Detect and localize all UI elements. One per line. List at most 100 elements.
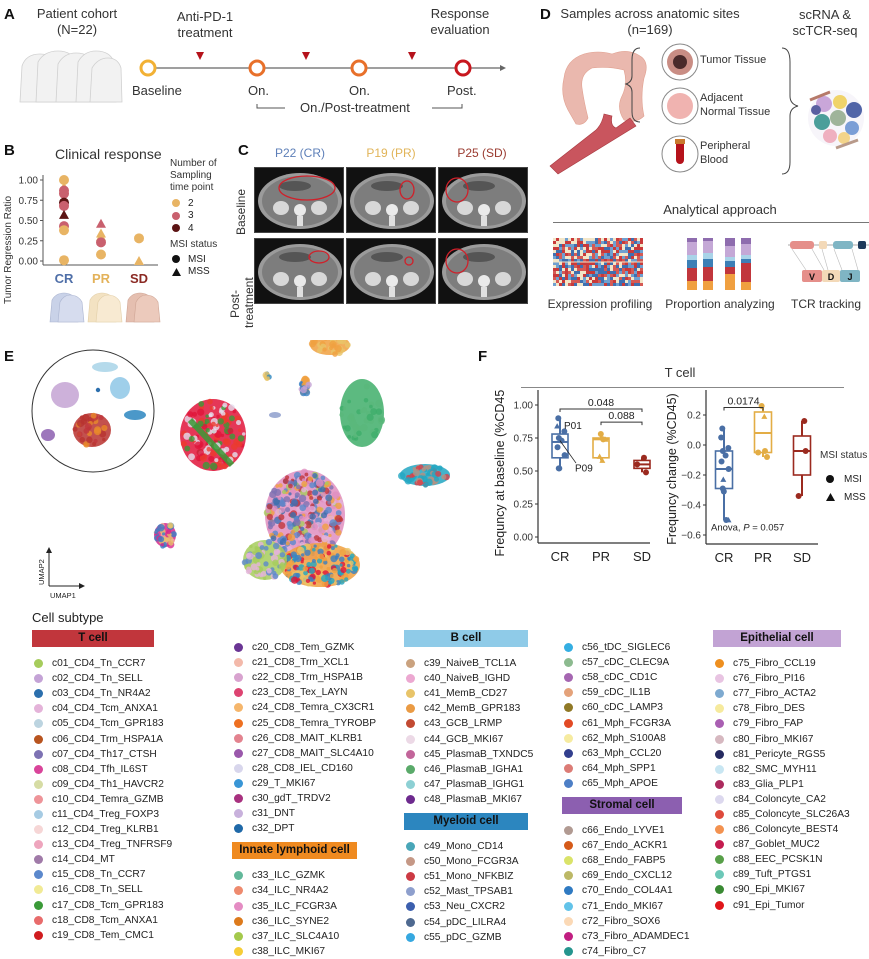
b-data-point <box>134 233 144 244</box>
treatment-label-line2: treatment <box>177 25 233 40</box>
legend-item-label: c46_PlasmaB_IGHA1 <box>424 763 524 775</box>
box-cr <box>714 428 734 520</box>
legend-item-label: c21_CD8_Trm_XCL1 <box>252 657 350 669</box>
b-msi-legend: MSI MSS <box>172 253 210 278</box>
legend-item-label: c40_NaiveB_IGHD <box>424 673 511 685</box>
legend-item-label: c66_Endo_LYVE1 <box>582 825 665 837</box>
legend-item-label: c03_CD4_Tn_NR4A2 <box>52 688 151 700</box>
legend-item-label: c47_PlasmaB_IGHG1 <box>424 778 525 790</box>
umap1-arrow-icon <box>79 583 85 589</box>
f-ytick-label: −0.2 <box>681 471 701 482</box>
f-ytick-label: −0.6 <box>681 531 701 542</box>
legend-color-dot-icon <box>715 779 724 789</box>
b-ytick-label: 0.75 <box>19 196 39 207</box>
legend-item: c19_CD8_Tem_CMC1 <box>34 928 172 943</box>
legend-item-label: c58_cDC_CD1C <box>582 672 658 684</box>
f-data-point <box>597 431 604 438</box>
legend-item-label: c33_ILC_GZMK <box>252 870 326 882</box>
umap-plot: UMAP1 UMAP2 <box>31 340 450 600</box>
sampling-3-dot-icon <box>172 211 180 220</box>
ct-scan-post-p22 <box>254 238 344 304</box>
legend-item: c62_Mph_S100A8 <box>564 731 671 746</box>
legend-item-label: c56_tDC_SIGLEC6 <box>582 642 671 654</box>
b-data-point <box>96 237 106 248</box>
legend-group-header-epithelial-cell: Epithelial cell <box>713 630 841 647</box>
legend-item: c23_CD8_Tex_LAYN <box>234 685 376 700</box>
legend-item: c03_CD4_Tn_NR4A2 <box>34 686 172 701</box>
f-data-point <box>599 457 606 463</box>
legend-item: c53_Neu_CXCR2 <box>406 899 519 914</box>
legend-item-label: c12_CD4_Treg_KLRB1 <box>52 824 159 836</box>
b-data-point <box>59 200 69 211</box>
legend-item: c32_DPT <box>234 821 376 836</box>
ct-scan-baseline-p22 <box>254 167 344 233</box>
legend-item: c05_CD4_Tcm_GPR183 <box>34 716 172 731</box>
significance-bracket <box>723 407 764 411</box>
legend-color-dot-icon <box>234 916 243 926</box>
legend-item: c09_CD4_Th1_HAVCR2 <box>34 777 172 792</box>
legend-color-dot-icon <box>564 688 573 698</box>
legend-item: c42_MemB_GPR183 <box>406 701 533 716</box>
site-adjacent-line2: Normal Tissue <box>700 106 771 118</box>
timepoint-label-on-1: On. <box>248 83 269 98</box>
panel-label-c: C <box>238 142 249 159</box>
legend-item: c71_Endo_MKI67 <box>564 898 690 913</box>
legend-item: c14_CD4_MT <box>34 852 172 867</box>
legend-color-dot-icon <box>234 946 243 956</box>
p-value-label: 0.048 <box>588 397 614 409</box>
on-post-treatment-label: On./Post-treatment <box>300 100 410 115</box>
legend-color-dot-icon <box>564 778 573 788</box>
legend-color-dot-icon <box>406 932 415 942</box>
f-ytick-label: 1.00 <box>514 401 534 412</box>
lesion-circle <box>445 177 469 203</box>
f-data-point <box>755 449 762 456</box>
d-title-line2: (n=169) <box>627 22 673 37</box>
legend-color-dot-icon <box>564 841 573 851</box>
point-label-p09: P09 <box>575 463 593 474</box>
approach-proportion: Proportion analyzing <box>665 297 775 311</box>
legend-item: c12_CD4_Treg_KLRB1 <box>34 822 172 837</box>
legend-item-label: c15_CD8_Tn_CCR7 <box>52 869 146 881</box>
legend-item: c22_CD8_Trm_HSPA1B <box>234 670 376 685</box>
f-ytick-label: 0.0 <box>687 441 701 452</box>
umap-inset-b-cell <box>92 362 118 372</box>
legend-color-dot-icon <box>234 658 243 668</box>
f-msi-circle-icon <box>826 475 834 483</box>
b-data-point <box>59 255 69 266</box>
legend-item: c18_CD8_Tcm_ANXA1 <box>34 913 172 928</box>
legend-color-dot-icon <box>406 794 415 804</box>
legend-item: c56_tDC_SIGLEC6 <box>564 640 671 655</box>
legend-item: c41_MemB_CD27 <box>406 686 533 701</box>
legend-item: c74_Fibro_C7 <box>564 944 690 959</box>
legend-item-label: c34_ILC_NR4A2 <box>252 885 329 897</box>
umap2-label: UMAP2 <box>37 559 46 585</box>
f-category-sd: SD <box>633 549 651 564</box>
legend-item-label: c07_CD4_Th17_CTSH <box>52 748 157 760</box>
legend-color-dot-icon <box>34 689 43 699</box>
umap-cluster-b-top <box>308 340 351 357</box>
umap-cluster-t-cell-lower <box>280 543 360 588</box>
treatment-marker-icon <box>408 52 416 60</box>
ct-column-p19: P19 (PR) <box>366 146 416 160</box>
legend-color-dot-icon <box>564 826 573 836</box>
f-msi-title: MSI status <box>820 450 868 461</box>
legend-item: c90_Epi_MKI67 <box>715 882 850 897</box>
umap-cluster-mast <box>269 412 281 418</box>
legend-item: c38_ILC_MKI67 <box>234 944 339 959</box>
legend-item: c25_CD8_Temra_TYROBP <box>234 715 376 730</box>
legend-item: c46_PlasmaB_IGHA1 <box>406 762 533 777</box>
timepoint-label-on-2: On. <box>349 83 370 98</box>
legend-item: c17_CD8_Tcm_GPR183 <box>34 898 172 913</box>
legend-item: c65_Mph_APOE <box>564 776 671 791</box>
legend-color-dot-icon <box>234 643 243 653</box>
legend-color-dot-icon <box>715 870 724 880</box>
legend-group-header-b-cell: B cell <box>404 630 528 647</box>
legend-item: c44_GCB_MKI67 <box>406 731 533 746</box>
legend-item: c59_cDC_IL1B <box>564 685 671 700</box>
panel-label-b: B <box>4 142 15 159</box>
b-sampling-legend: 2 3 4 <box>172 197 194 235</box>
legend-item: c29_T_MKI67 <box>234 776 376 791</box>
legend-color-dot-icon <box>234 824 243 834</box>
